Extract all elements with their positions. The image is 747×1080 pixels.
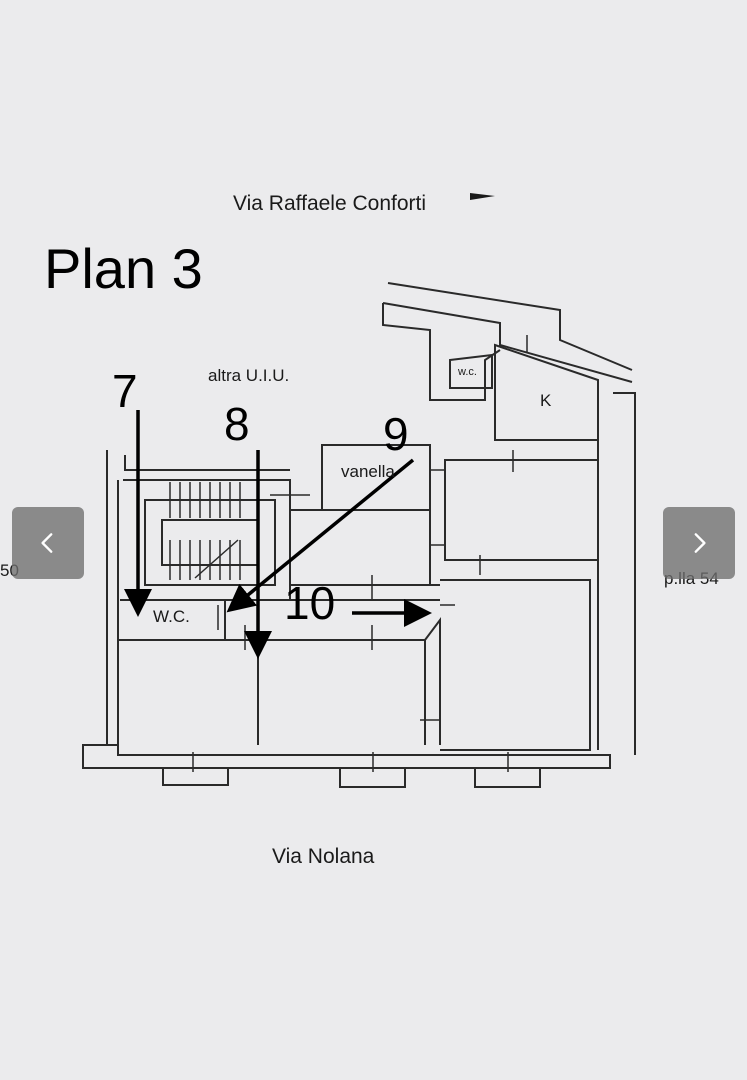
chevron-right-icon xyxy=(694,533,706,553)
balcony-right xyxy=(474,768,541,788)
stair-core xyxy=(144,499,276,586)
marker-9: 9 xyxy=(383,408,409,460)
room-central-top xyxy=(290,509,431,586)
room-label-wc-small: w.c. xyxy=(458,366,477,378)
wall-top-right xyxy=(387,282,633,371)
next-image-button[interactable] xyxy=(663,507,735,579)
room-label-vanella: vanella xyxy=(341,462,395,481)
other-unit-label: altra U.I.U. xyxy=(208,366,290,385)
room-bottom-mid xyxy=(258,639,426,745)
marker-7: 7 xyxy=(112,365,138,417)
room-bottom-left xyxy=(118,639,259,745)
wall-bottom xyxy=(82,744,611,769)
balcony-left xyxy=(162,768,229,786)
wc-small-box xyxy=(449,353,493,389)
room-label-kitchen: K xyxy=(540,391,552,410)
marker-8: 8 xyxy=(224,398,250,450)
plan-title: Plan 3 xyxy=(44,237,203,300)
room-right-mid xyxy=(440,579,591,751)
outer-wall-left xyxy=(83,450,108,746)
balcony-mid xyxy=(339,768,406,788)
wall-right-outer xyxy=(613,392,636,755)
arrow-marker-9 xyxy=(226,458,415,613)
room-label-wc-main: W.C. xyxy=(153,607,190,626)
street-bottom-label: Via Nolana xyxy=(272,845,375,868)
north-arrow-icon xyxy=(470,193,495,200)
previous-image-button[interactable] xyxy=(12,507,84,579)
marker-10: 10 xyxy=(284,577,336,629)
kitchen-box xyxy=(494,343,599,441)
chevron-left-icon xyxy=(41,533,53,553)
room-right-top xyxy=(444,459,599,561)
wall-top-right-2 xyxy=(382,302,633,383)
wall-top-block xyxy=(382,303,501,401)
street-top-label: Via Raffaele Conforti xyxy=(233,192,427,215)
room-bottom-mid-wall xyxy=(424,617,441,745)
